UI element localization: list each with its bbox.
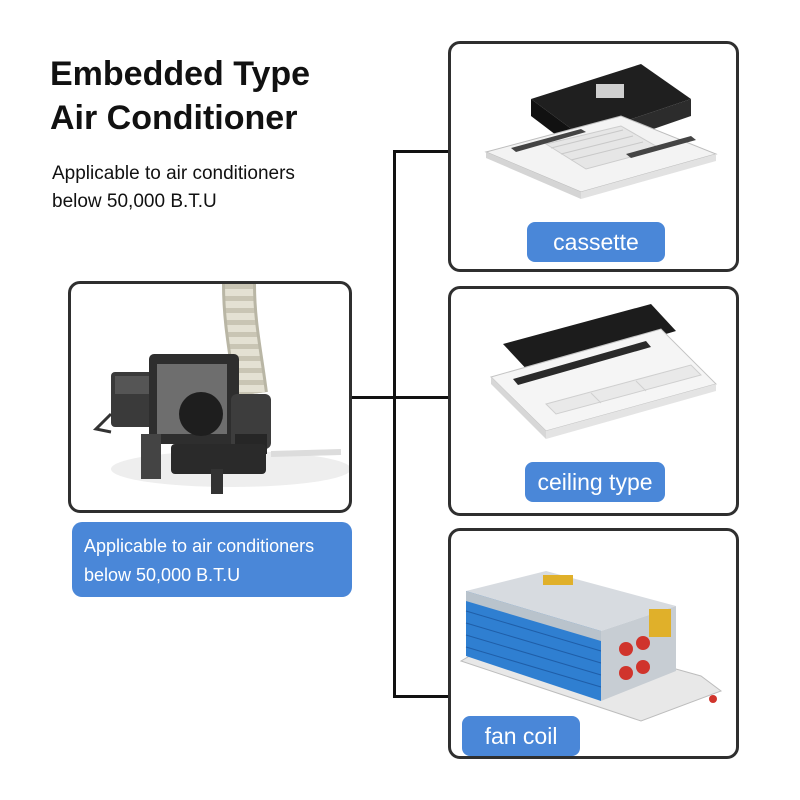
cassette-label: cassette xyxy=(527,222,665,262)
ceiling-type-label: ceiling type xyxy=(525,462,665,502)
pump-info-badge: Applicable to air conditioners below 50,… xyxy=(72,522,352,597)
pump-note-line-1: Applicable to air conditioners xyxy=(84,536,315,556)
cassette-panel: cassette xyxy=(448,41,739,272)
fan-coil-panel: fan coil xyxy=(448,528,739,759)
title-line-1: Embedded Type xyxy=(50,55,311,93)
ceiling-type-panel: ceiling type xyxy=(448,286,739,516)
fan-coil-icon xyxy=(459,571,723,722)
page-subtitle: Applicable to air conditioners below 50,… xyxy=(52,160,372,216)
subtitle-line-1: Applicable to air conditioners xyxy=(52,163,295,184)
page-title: Embedded Type Air Conditioner xyxy=(50,52,370,140)
pump-image-panel xyxy=(68,281,352,513)
fan-coil-label: fan coil xyxy=(462,716,580,756)
condensate-pump-icon xyxy=(92,284,349,494)
connector-to-fan-coil xyxy=(393,695,449,698)
subtitle-line-2: below 50,000 B.T.U xyxy=(52,191,217,212)
connector-vertical xyxy=(393,150,396,698)
cassette-ac-icon xyxy=(484,64,718,199)
pump-note-line-2: below 50,000 B.T.U xyxy=(84,565,241,585)
ceiling-ac-icon xyxy=(490,304,717,439)
connector-horizontal-main xyxy=(350,396,396,399)
connector-to-cassette xyxy=(393,150,449,153)
title-line-2: Air Conditioner xyxy=(50,99,298,137)
connector-to-ceiling xyxy=(393,396,449,399)
